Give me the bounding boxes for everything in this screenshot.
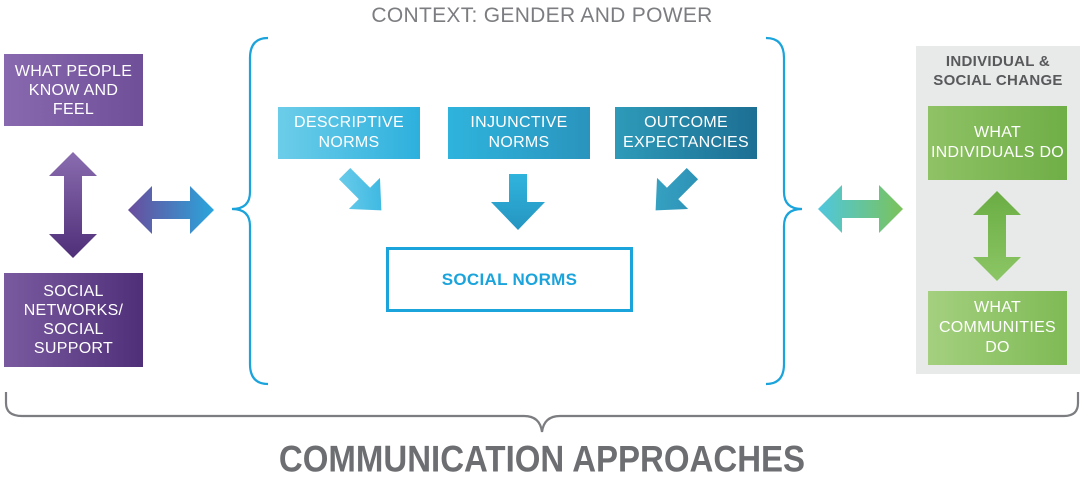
social-networks-box: SOCIAL NETWORKS/ SOCIAL SUPPORT: [4, 273, 143, 367]
outcome-expectancies-box: OUTCOME EXPECTANCIES: [615, 107, 757, 159]
descriptive-norms-box: DESCRIPTIVE NORMS: [278, 107, 420, 159]
right-brace: [765, 36, 803, 386]
outcome-to-social-arrow: [655, 167, 699, 211]
social-norms-box: SOCIAL NORMS: [386, 247, 633, 312]
left-vertical-double-arrow: [49, 152, 97, 258]
what-people-know-box: WHAT PEOPLE KNOW AND FEEL: [4, 54, 143, 126]
right-vertical-double-arrow: [973, 191, 1021, 281]
communication-approaches-label: COMMUNICATION APPROACHES: [278, 437, 806, 480]
injunctive-norms-box: INJUNCTIVE NORMS: [448, 107, 590, 159]
left-brace: [231, 36, 269, 386]
what-individuals-do-box: WHAT INDIVIDUALS DO: [928, 106, 1067, 180]
bottom-brace: [4, 392, 1080, 433]
left-horizontal-double-arrow: [128, 186, 214, 234]
individual-social-change-title: INDIVIDUAL & SOCIAL CHANGE: [933, 53, 1063, 89]
context-title: CONTEXT: GENDER AND POWER: [371, 4, 713, 27]
descriptive-to-social-arrow: [338, 167, 382, 211]
right-horizontal-double-arrow: [818, 185, 903, 233]
injunctive-to-social-arrow: [491, 174, 545, 230]
what-communities-do-box: WHAT COMMUNITIES DO: [928, 291, 1067, 365]
